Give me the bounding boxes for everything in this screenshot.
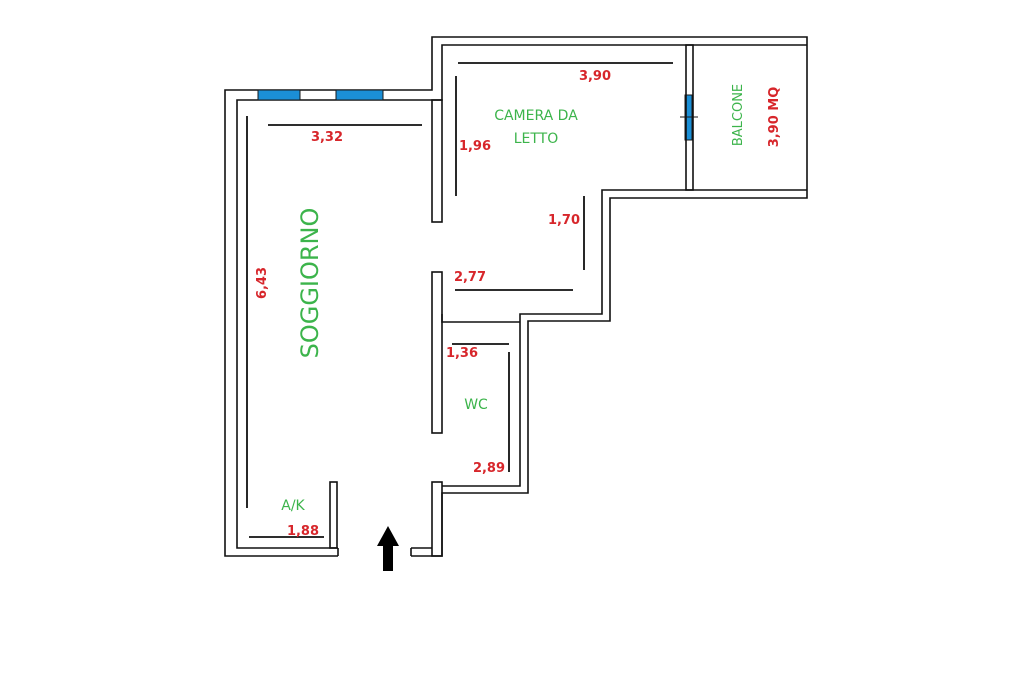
partition-balcone — [685, 44, 694, 191]
interior-walls — [329, 44, 694, 557]
room-label-wc: WC — [464, 397, 488, 413]
partition-wc-lower — [431, 481, 443, 557]
dim-label-wc-length: 2,89 — [473, 461, 505, 476]
partition-wc-top — [441, 314, 520, 323]
dim-label-soggiorno-width: 3,32 — [311, 130, 343, 145]
dim-label-camera-depth: 1,96 — [459, 139, 491, 154]
dim-label-soggiorno-length: 6,43 — [255, 267, 270, 299]
room-labels: SOGGIORNO CAMERA DA LETTO BALCONE WC A/K — [281, 84, 746, 514]
window-soggiorno-2 — [335, 89, 384, 101]
partition-wc-left — [431, 271, 443, 434]
dim-label-hall-width: 2,77 — [454, 270, 486, 285]
room-label-balcone: BALCONE — [731, 84, 746, 146]
dimension-labels: 3,90 MQ 3,32 6,43 3,90 1,96 1,70 2,77 1,… — [255, 69, 782, 539]
partition-ak — [329, 481, 338, 549]
wall-inner-line-right — [442, 189, 807, 487]
room-label-camera-line2: LETTO — [514, 131, 559, 147]
windows — [257, 89, 698, 141]
room-label-soggiorno: SOGGIORNO — [296, 208, 324, 359]
room-label-camera-line1: CAMERA DA — [494, 108, 578, 124]
dim-label-balcone-area: 3,90 MQ — [767, 87, 782, 148]
dim-label-hall-depth: 1,70 — [548, 213, 580, 228]
dim-label-ak-width: 1,88 — [287, 524, 319, 539]
up-arrow-icon — [377, 526, 399, 571]
dim-label-wc-width: 1,36 — [446, 346, 478, 361]
dimension-lines — [246, 62, 673, 538]
dim-label-camera-width: 3,90 — [579, 69, 611, 84]
room-label-ak: A/K — [281, 498, 305, 514]
partition-camera-upper — [431, 99, 443, 223]
window-soggiorno-1 — [257, 89, 301, 101]
